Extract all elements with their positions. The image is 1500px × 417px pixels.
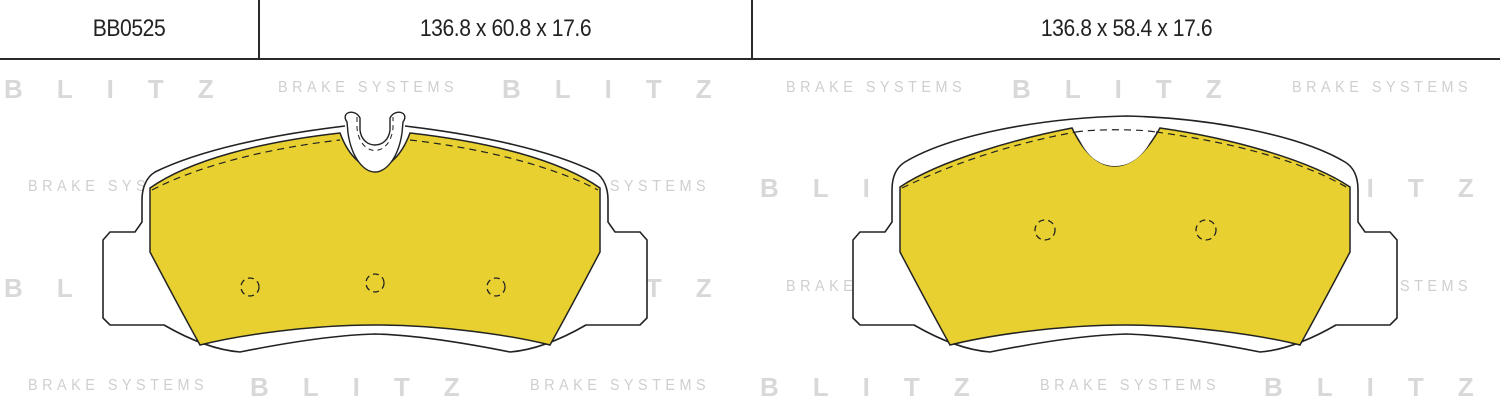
spec-header: BB0525 136.8 x 60.8 x 17.6 136.8 x 58.4 … bbox=[0, 0, 1500, 60]
left-clip bbox=[344, 111, 406, 173]
watermark-tagline: BRAKE SYSTEMS bbox=[278, 79, 459, 96]
divider bbox=[258, 0, 260, 60]
watermark-brand: BLITZ bbox=[1264, 372, 1500, 402]
right-brake-pad bbox=[852, 115, 1398, 353]
watermark-brand: BLITZ bbox=[250, 372, 494, 402]
divider bbox=[751, 0, 753, 60]
dimensions-left-pad: 136.8 x 60.8 x 17.6 bbox=[419, 15, 592, 42]
dimensions-right-pad: 136.8 x 58.4 x 17.6 bbox=[1040, 15, 1213, 42]
right-pin-hole bbox=[1195, 219, 1217, 241]
watermark-brand: BLITZ bbox=[4, 74, 248, 104]
left-friction-material bbox=[149, 132, 601, 346]
left-pin-hole bbox=[365, 273, 385, 293]
watermark-tagline: BRAKE SYSTEMS bbox=[28, 377, 209, 394]
right-friction-material bbox=[899, 127, 1351, 346]
watermark-brand: BLITZ bbox=[760, 372, 1004, 402]
watermark-tagline: BRAKE SYSTEMS bbox=[1292, 79, 1473, 96]
watermark-tagline: BRAKE SYSTEMS bbox=[786, 79, 967, 96]
left-wear-line bbox=[151, 139, 341, 191]
right-notch bbox=[1076, 130, 1156, 166]
right-pin-hole bbox=[1034, 219, 1056, 241]
left-pin-hole bbox=[240, 277, 260, 297]
watermark-brand: BLITZ bbox=[502, 74, 746, 104]
watermark-tagline: BRAKE SYSTEMS bbox=[530, 377, 711, 394]
part-number: BB0525 bbox=[92, 15, 166, 42]
watermark-tagline: BRAKE SYSTEMS bbox=[1040, 377, 1221, 394]
right-wear-line bbox=[901, 131, 1077, 189]
left-brake-pad bbox=[102, 111, 648, 353]
left-pin-hole bbox=[486, 277, 506, 297]
watermark-brand: BLITZ bbox=[1012, 74, 1256, 104]
